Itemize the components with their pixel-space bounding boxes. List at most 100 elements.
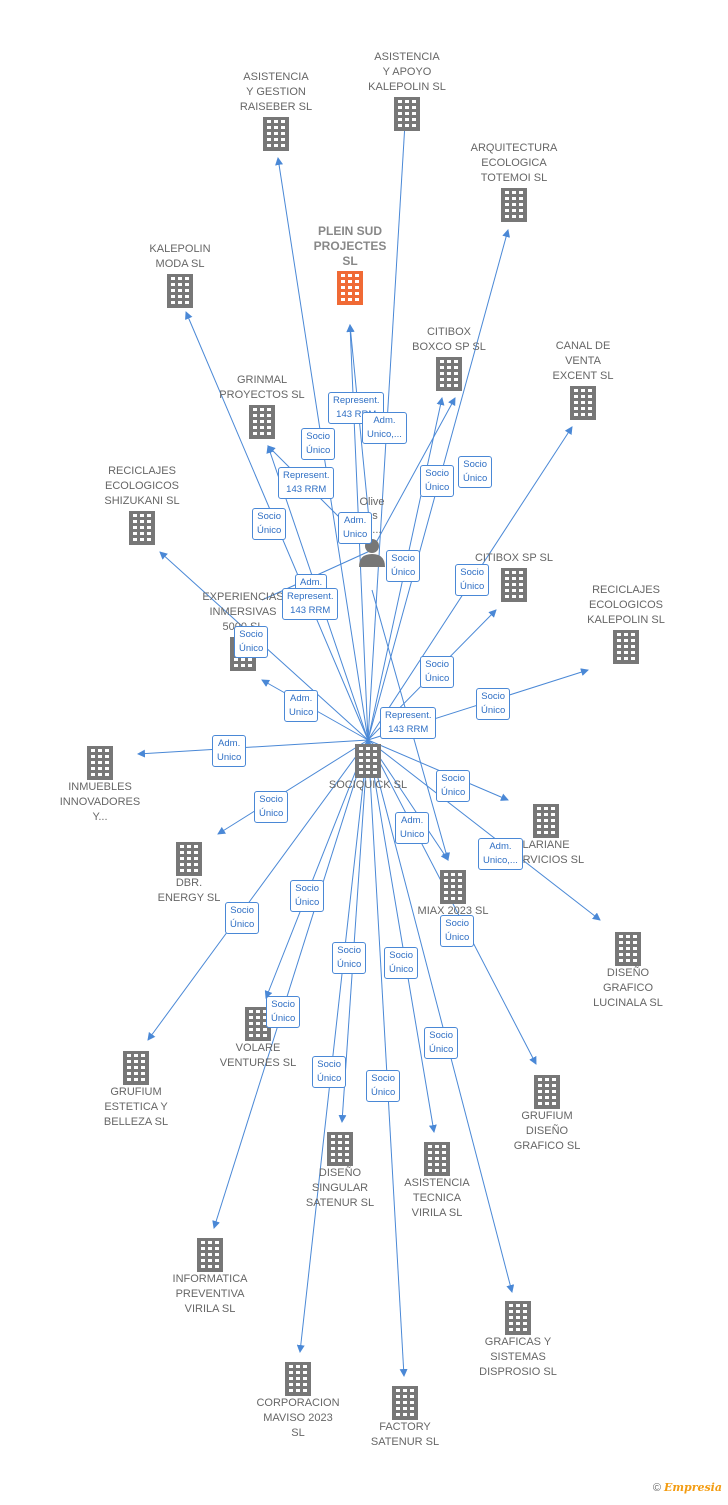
company-name: CANAL DE VENTA EXCENT SL	[552, 340, 614, 382]
company-node-asistencia-tecnica[interactable]: ASISTENCIA TECNICA VIRILA SL	[377, 1140, 497, 1221]
relation-label[interactable]: Socio Único	[266, 996, 301, 1028]
company-node-kalepolin-moda[interactable]: KALEPOLIN MODA SL	[120, 242, 240, 308]
building-icon	[345, 1384, 465, 1420]
company-name: ASISTENCIA Y APOYO KALEPOLIN SL	[368, 51, 446, 93]
company-name: GRINMAL PROYECTOS SL	[219, 374, 305, 401]
relation-label[interactable]: Socio Único	[312, 1056, 347, 1088]
relation-label[interactable]: Adm. Unico	[395, 812, 430, 844]
focus-node-plein-sud[interactable]: PLEIN SUD PROJECTES SL	[290, 224, 410, 305]
building-icon	[238, 1360, 358, 1396]
company-node-graficas[interactable]: GRAFICAS Y SISTEMAS DISPROSIO SL	[458, 1299, 578, 1380]
relation-label[interactable]: Socio Único	[440, 915, 475, 947]
relation-label[interactable]: Adm. Unico	[284, 690, 319, 722]
building-icon	[216, 115, 336, 151]
edge-line	[212, 739, 369, 1229]
company-node-dbr[interactable]: DBR. ENERGY SL	[129, 840, 249, 906]
relation-label[interactable]: Represent. 143 RRM	[278, 467, 335, 499]
company-node-corporacion[interactable]: CORPORACION MAVISO 2023 SL	[238, 1360, 358, 1441]
edge-line	[367, 739, 601, 921]
company-node-reciclajes-shizukani[interactable]: RECICLAJES ECOLOGICOS SHIZUKANI SL	[82, 464, 202, 545]
building-icon	[202, 403, 322, 439]
company-node-miax[interactable]: MIAX 2023 SL	[393, 868, 513, 919]
relation-label[interactable]: Socio Único	[254, 791, 289, 823]
building-icon	[150, 1236, 270, 1272]
company-name: RECICLAJES ECOLOGICOS KALEPOLIN SL	[587, 584, 665, 626]
edge-line	[367, 739, 449, 861]
relation-label[interactable]: Represent. 143 RRM	[380, 707, 437, 739]
edge-line	[367, 739, 437, 1133]
building-icon	[487, 1073, 607, 1109]
building-icon	[40, 744, 160, 780]
relation-label[interactable]: Socio Único	[476, 688, 511, 720]
building-icon	[82, 509, 202, 545]
company-node-reciclajes-kalepolin[interactable]: RECICLAJES ECOLOGICOS KALEPOLIN SL	[566, 583, 686, 664]
building-icon	[377, 1140, 497, 1176]
company-name: ASISTENCIA TECNICA VIRILA SL	[404, 1177, 470, 1219]
company-node-asistencia-gestion[interactable]: ASISTENCIA Y GESTION RAISEBER SL	[216, 70, 336, 151]
center-node-sociquick[interactable]: SOCIQUICK SL	[308, 742, 428, 793]
company-node-citibox-boxco[interactable]: CITIBOX BOXCO SP SL	[389, 325, 509, 391]
company-name: DISEÑO SINGULAR SATENUR SL	[305, 1167, 375, 1209]
relation-label[interactable]: Socio Único	[436, 770, 471, 802]
edge-line	[371, 397, 456, 551]
relation-label[interactable]: Socio Único	[386, 550, 421, 582]
relation-label[interactable]: Socio Único	[301, 428, 336, 460]
building-icon	[393, 868, 513, 904]
relation-label[interactable]: Socio Único	[290, 880, 325, 912]
company-node-grinmal[interactable]: GRINMAL PROYECTOS SL	[202, 373, 322, 439]
center-node-name: SOCIQUICK SL	[328, 779, 408, 791]
relation-label[interactable]: Socio Único	[424, 1027, 459, 1059]
relation-label[interactable]: Represent. 143 RRM	[282, 588, 339, 620]
company-name: CITIBOX BOXCO SP SL	[412, 326, 486, 353]
company-node-canal-venta[interactable]: CANAL DE VENTA EXCENT SL	[523, 339, 643, 420]
focus-node-name: PLEIN SUD PROJECTES SL	[313, 224, 387, 268]
edge-line	[217, 739, 369, 835]
relation-label[interactable]: Socio Único	[252, 508, 287, 540]
company-name: CORPORACION MAVISO 2023 SL	[256, 1397, 340, 1439]
company-node-grufium-diseno[interactable]: GRUFIUM DISEÑO GRAFICO SL	[487, 1073, 607, 1154]
company-node-grufium-estetica[interactable]: GRUFIUM ESTETICA Y BELLEZA SL	[76, 1049, 196, 1130]
relation-label[interactable]: Adm. Unico,...	[362, 412, 407, 444]
building-icon	[389, 355, 509, 391]
company-name: DISEÑO GRAFICO LUCINALA SL	[593, 967, 663, 1009]
edge-line	[338, 739, 369, 1123]
edge-line	[296, 739, 369, 1353]
building-icon	[129, 840, 249, 876]
edge-line	[137, 739, 369, 758]
relation-label[interactable]: Socio Único	[225, 902, 260, 934]
relation-label[interactable]: Adm. Unico	[212, 735, 247, 767]
company-name: INMUEBLES INNOVADORES Y...	[59, 781, 141, 823]
building-icon	[347, 95, 467, 131]
relation-label[interactable]: Socio Único	[420, 465, 455, 497]
company-node-diseno-lucinala[interactable]: DISEÑO GRAFICO LUCINALA SL	[568, 930, 688, 1011]
company-node-asistencia-apoyo[interactable]: ASISTENCIA Y APOYO KALEPOLIN SL	[347, 50, 467, 131]
relation-label[interactable]: Adm. Unico,...	[478, 838, 523, 870]
company-node-volare[interactable]: VOLARE VENTURES SL	[198, 1005, 318, 1071]
relation-label[interactable]: Socio Único	[234, 626, 269, 658]
company-node-citibox-sp[interactable]: CITIBOX SP SL	[454, 551, 574, 602]
relation-label[interactable]: Socio Único	[458, 456, 493, 488]
company-node-informatica[interactable]: INFORMATICA PREVENTIVA VIRILA SL	[150, 1236, 270, 1317]
edge-line	[367, 739, 408, 1377]
relation-label[interactable]: Socio Único	[420, 656, 455, 688]
company-name: RECICLAJES ECOLOGICOS SHIZUKANI SL	[104, 465, 180, 507]
company-name: MIAX 2023 SL	[417, 905, 489, 917]
company-node-diseno-singular[interactable]: DISEÑO SINGULAR SATENUR SL	[280, 1130, 400, 1211]
relation-label[interactable]: Socio Único	[366, 1070, 401, 1102]
building-icon	[76, 1049, 196, 1085]
relation-label[interactable]: Socio Único	[455, 564, 490, 596]
company-name: ARQUITECTURA ECOLOGICA TOTEMOI SL	[470, 142, 558, 184]
company-name: ASISTENCIA Y GESTION RAISEBER SL	[239, 71, 313, 113]
company-node-factory[interactable]: FACTORY SATENUR SL	[345, 1384, 465, 1450]
company-name: GRUFIUM DISEÑO GRAFICO SL	[513, 1110, 581, 1152]
company-node-inmuebles[interactable]: INMUEBLES INNOVADORES Y...	[40, 744, 160, 825]
company-name: GRAFICAS Y SISTEMAS DISPROSIO SL	[479, 1336, 557, 1378]
building-icon	[454, 566, 574, 602]
company-name: VOLARE VENTURES SL	[219, 1042, 297, 1069]
relation-label[interactable]: Socio Único	[332, 942, 367, 974]
building-icon	[308, 742, 428, 778]
relation-label[interactable]: Socio Único	[384, 947, 419, 979]
relation-label[interactable]: Adm. Unico	[338, 512, 373, 544]
company-node-arquitectura[interactable]: ARQUITECTURA ECOLOGICA TOTEMOI SL	[454, 141, 574, 222]
